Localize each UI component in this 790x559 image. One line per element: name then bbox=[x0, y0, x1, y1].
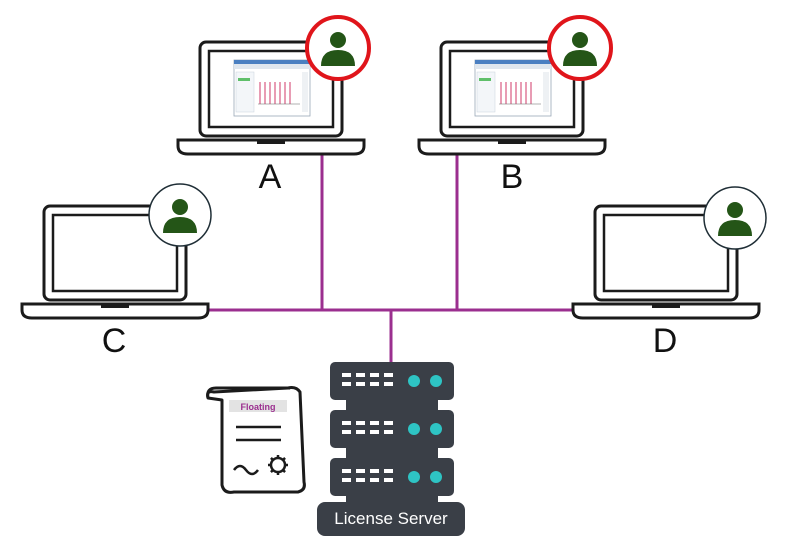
user-icon-head bbox=[572, 32, 588, 48]
certificate-signature bbox=[233, 464, 259, 476]
server-unit-body bbox=[330, 410, 454, 448]
server-vent-slot bbox=[342, 373, 351, 377]
server-led bbox=[430, 375, 442, 387]
user-status-badge bbox=[547, 15, 613, 81]
app-status-bar bbox=[479, 78, 491, 81]
laptop-b[interactable] bbox=[417, 15, 613, 156]
server-vent-slot bbox=[384, 478, 393, 482]
certificate-top-curl bbox=[206, 386, 290, 399]
server-vent-slot bbox=[384, 373, 393, 377]
laptop-base bbox=[571, 302, 761, 320]
laptop-notch bbox=[101, 304, 129, 308]
server-vent-slot bbox=[356, 430, 365, 434]
laptop-c[interactable] bbox=[20, 183, 212, 320]
server-vent-slot bbox=[342, 421, 351, 425]
user-icon bbox=[163, 199, 197, 233]
user-icon-head bbox=[330, 32, 346, 48]
user-icon-body bbox=[321, 50, 355, 66]
user-status-badge bbox=[305, 15, 371, 81]
node-label-c: C bbox=[102, 322, 127, 360]
laptop-base bbox=[417, 138, 607, 156]
user-icon-body bbox=[163, 217, 197, 233]
server-vent-slot bbox=[370, 478, 379, 482]
server-vent-slot bbox=[356, 421, 365, 425]
seal-tooth bbox=[282, 457, 286, 461]
server-unit-body bbox=[330, 458, 454, 496]
server-led bbox=[408, 375, 420, 387]
app-toolbar bbox=[475, 64, 551, 69]
app-title-bar bbox=[475, 60, 551, 64]
server-vent-slot bbox=[342, 478, 351, 482]
certificate-seal-icon bbox=[268, 455, 288, 475]
user-icon bbox=[718, 202, 752, 236]
server-vent-slot bbox=[356, 478, 365, 482]
laptop-notch bbox=[498, 140, 526, 144]
server-vent-slot bbox=[384, 430, 393, 434]
user-icon bbox=[563, 32, 597, 66]
laptop-notch bbox=[652, 304, 680, 308]
license-server-label: License Server bbox=[334, 509, 448, 528]
server-vent-slot bbox=[342, 430, 351, 434]
app-right-panel bbox=[302, 72, 308, 112]
license-type-label: Floating bbox=[241, 402, 276, 412]
seal-tooth bbox=[270, 469, 274, 473]
server-led bbox=[430, 423, 442, 435]
license-certificate-icon bbox=[206, 386, 306, 494]
app-toolbar bbox=[234, 64, 310, 69]
server-vent-slot bbox=[356, 469, 365, 473]
app-title-bar bbox=[234, 60, 310, 64]
user-icon bbox=[321, 32, 355, 66]
node-label-d: D bbox=[653, 322, 678, 360]
seal-tooth bbox=[282, 469, 286, 473]
server-vent-slot bbox=[342, 469, 351, 473]
user-icon-head bbox=[172, 199, 188, 215]
node-label-b: B bbox=[501, 158, 524, 196]
server-rail bbox=[346, 496, 438, 504]
node-label-a: A bbox=[259, 158, 282, 196]
app-right-panel bbox=[543, 72, 549, 112]
server-led bbox=[408, 471, 420, 483]
seal-tooth bbox=[270, 457, 274, 461]
server-led bbox=[408, 423, 420, 435]
laptop-notch bbox=[257, 140, 285, 144]
laptop-d[interactable] bbox=[571, 186, 767, 320]
server-label-plate bbox=[317, 502, 465, 536]
server-vent-slot bbox=[384, 469, 393, 473]
server-vent-slot bbox=[370, 421, 379, 425]
app-plot-area bbox=[500, 82, 532, 104]
server-vent-slot bbox=[370, 382, 379, 386]
server-unit bbox=[330, 362, 454, 400]
laptop-base bbox=[20, 302, 210, 320]
server-vent-slot bbox=[370, 469, 379, 473]
server-vent-slot bbox=[370, 430, 379, 434]
server-unit bbox=[330, 410, 454, 448]
license-tag-bg bbox=[229, 400, 287, 412]
user-icon-body bbox=[718, 220, 752, 236]
server-vent-slot bbox=[342, 382, 351, 386]
server-vent-slot bbox=[370, 373, 379, 377]
network-lines bbox=[205, 155, 580, 362]
user-status-badge bbox=[148, 183, 212, 247]
laptop-a[interactable] bbox=[176, 15, 371, 156]
user-status-badge bbox=[703, 186, 767, 250]
app-status-bar bbox=[238, 78, 250, 81]
server-vent-slot bbox=[356, 373, 365, 377]
laptop-icon bbox=[20, 204, 210, 320]
user-icon-body bbox=[563, 50, 597, 66]
server-vent-slot bbox=[356, 382, 365, 386]
app-side-panel bbox=[476, 71, 496, 113]
server-rack-icon[interactable] bbox=[317, 362, 465, 536]
server-unit bbox=[330, 458, 454, 496]
server-unit-body bbox=[330, 362, 454, 400]
laptop-base bbox=[176, 138, 366, 156]
server-led bbox=[430, 471, 442, 483]
server-vent-slot bbox=[384, 421, 393, 425]
app-plot-area bbox=[259, 82, 291, 104]
server-rail bbox=[346, 400, 438, 410]
server-rail bbox=[346, 448, 438, 458]
app-side-panel bbox=[235, 71, 255, 113]
server-vent-slot bbox=[384, 382, 393, 386]
user-icon-head bbox=[727, 202, 743, 218]
